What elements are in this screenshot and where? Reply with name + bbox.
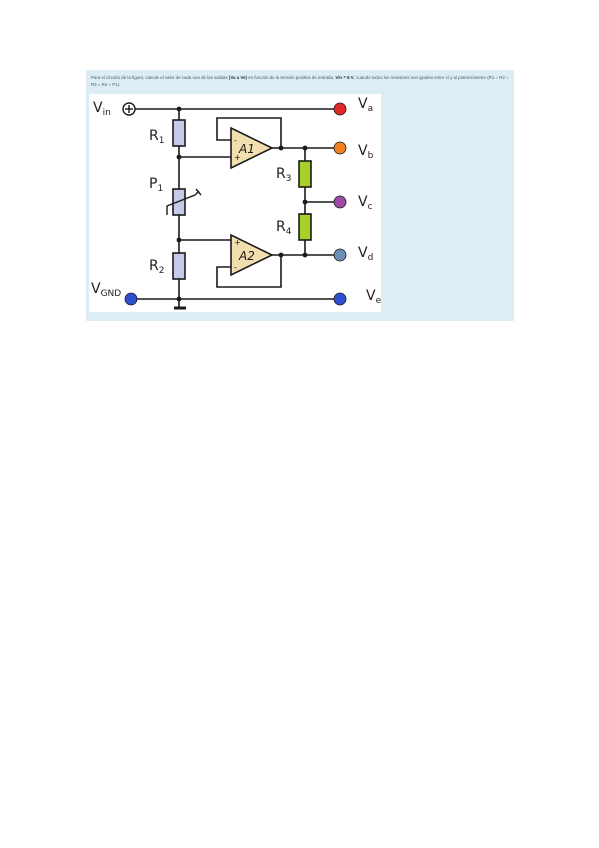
label-vgnd: VGND bbox=[91, 281, 121, 299]
junction-node1 bbox=[176, 154, 182, 160]
a1-minus-sign: - bbox=[234, 136, 237, 145]
label-r2: R2 bbox=[149, 258, 164, 276]
resistor-r1 bbox=[172, 119, 186, 147]
wire-a2-feedback bbox=[216, 255, 282, 288]
circuit-figure: - + + - A1 A2 bbox=[89, 94, 381, 312]
a1-plus-sign: + bbox=[234, 153, 241, 162]
junction-vd bbox=[302, 252, 308, 258]
label-p1: P1 bbox=[149, 176, 163, 194]
resistor-r3 bbox=[298, 160, 312, 188]
opamp-a1 bbox=[230, 126, 274, 170]
outputs-range: (Va a Ve) bbox=[228, 75, 247, 80]
junction-node2 bbox=[176, 237, 182, 243]
vin-condition: Vin = 8 V bbox=[335, 75, 354, 80]
label-ve: Ve bbox=[366, 288, 381, 306]
opamp-a2 bbox=[230, 233, 274, 277]
a2-minus-sign: - bbox=[234, 263, 237, 272]
opamp-a2-label: A2 bbox=[238, 249, 255, 263]
label-r3: R3 bbox=[276, 166, 291, 184]
label-vc: Vc bbox=[358, 194, 373, 212]
label-vb: Vb bbox=[358, 143, 374, 161]
statement-part-2: en función de la tensión positiva de ent… bbox=[246, 75, 336, 80]
junction-vc bbox=[302, 199, 308, 205]
wire-a1-feedback bbox=[216, 117, 282, 148]
terminal-vin bbox=[122, 102, 136, 116]
resistor-r2 bbox=[172, 252, 186, 280]
junction-ground bbox=[176, 296, 182, 302]
label-vin: Vin bbox=[93, 100, 111, 118]
junction-top bbox=[176, 106, 182, 112]
terminal-ve bbox=[333, 292, 347, 306]
problem-panel: Para el circuito de la figura, calcule e… bbox=[86, 70, 514, 321]
terminal-vgnd bbox=[124, 292, 138, 306]
junction-a1-out bbox=[278, 145, 284, 151]
terminal-va bbox=[333, 102, 347, 116]
junction-vb bbox=[302, 145, 308, 151]
terminal-vd bbox=[333, 248, 347, 262]
circuit-diagram: - + + - A1 A2 bbox=[91, 96, 381, 310]
terminal-vb bbox=[333, 141, 347, 155]
statement-part-1: Para el circuito de la figura, calcule e… bbox=[91, 75, 229, 80]
statement-part-3: , cuando todos los resistores son iguale… bbox=[91, 75, 509, 87]
label-r4: R4 bbox=[276, 219, 292, 237]
potentiometer-wiper bbox=[166, 188, 202, 215]
label-r1: R1 bbox=[149, 128, 164, 146]
a2-plus-sign: + bbox=[234, 238, 241, 247]
terminal-vc bbox=[333, 195, 347, 209]
junction-a2-out bbox=[278, 252, 284, 258]
problem-statement: Para el circuito de la figura, calcule e… bbox=[91, 74, 509, 88]
resistor-r4 bbox=[298, 213, 312, 241]
opamp-a1-label: A1 bbox=[238, 142, 255, 156]
label-va: Va bbox=[358, 96, 373, 114]
label-vd: Vd bbox=[358, 245, 373, 263]
